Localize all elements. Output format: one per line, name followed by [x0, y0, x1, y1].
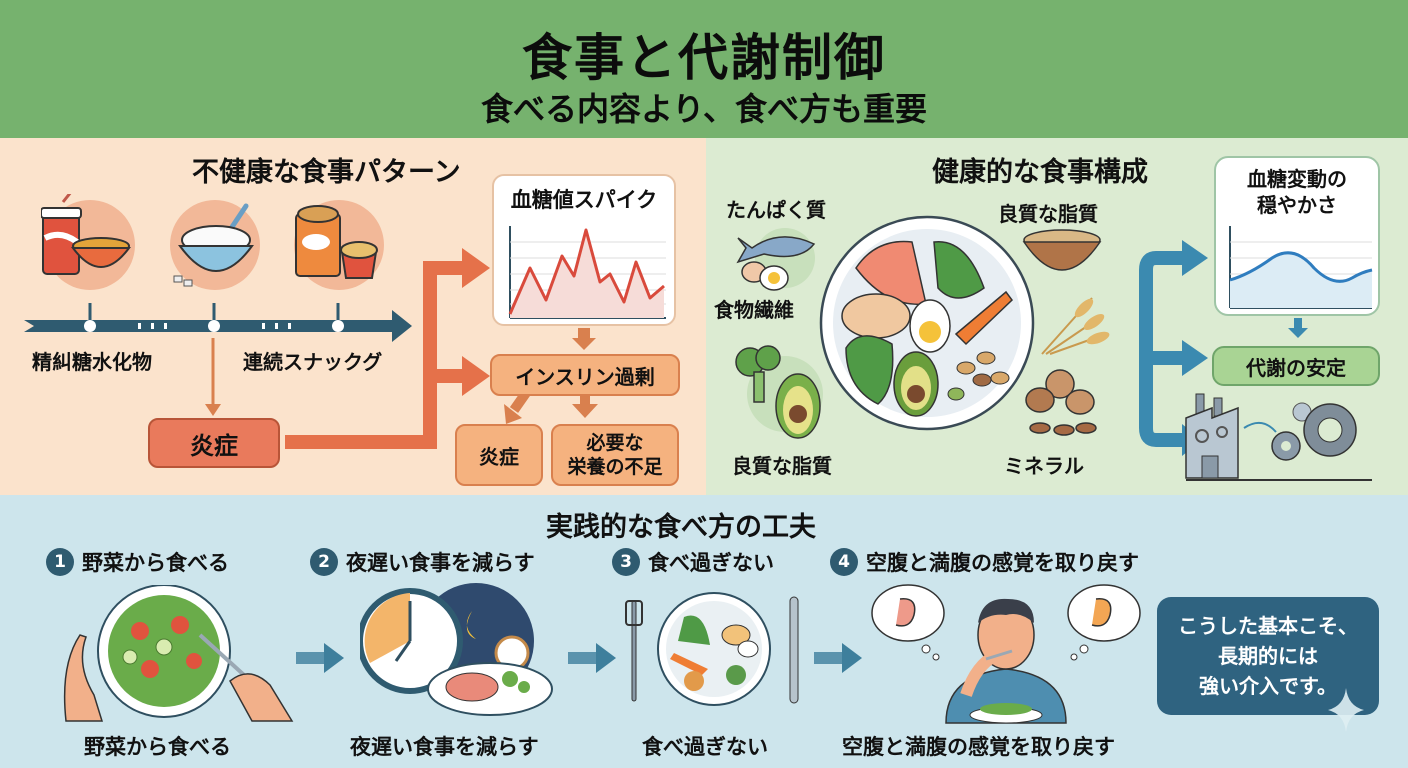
step-heading-text: 食べ過ぎない [648, 551, 774, 575]
stable-glucose-card: 血糖変動の 穏やかさ [1214, 156, 1380, 316]
step-1-caption: 野菜から食べる [84, 735, 231, 759]
snack-bag-icon [294, 200, 384, 290]
callout-line-2: 長期的には [1218, 644, 1318, 668]
grain-bowl-icon [1022, 229, 1102, 271]
inflammation-box: 炎症 [148, 418, 280, 468]
page-title: 食事と代謝制御 [522, 29, 886, 87]
healthy-plate-icon [819, 215, 1035, 431]
flow-arrows [205, 248, 598, 449]
stable-glucose-title: 血糖変動の 穏やかさ [1216, 166, 1378, 218]
step-number-badge: 2 [310, 548, 338, 576]
night-clock-meal-icon [360, 583, 553, 716]
stable-title-line-2: 穏やかさ [1257, 193, 1337, 217]
label-protein: たんぱく質 [726, 198, 826, 222]
step-4-caption: 空腹と満腹の感覚を取り戻す [842, 735, 1115, 759]
unhealthy-panel: 不健康な食事パターン [0, 138, 706, 495]
page-subtitle: 食べる内容より、食べ方も重要 [480, 90, 928, 128]
step-2-caption: 夜遅い食事を減らす [350, 735, 539, 759]
healthy-title: 健康的な食事構成 [932, 157, 1148, 188]
rice-bowl-icon [170, 200, 260, 290]
wheat-icon [1041, 297, 1110, 355]
step-heading-text: 空腹と満腹の感覚を取り戻す [866, 551, 1139, 575]
step-1-heading: 1 野菜から食べる [46, 547, 229, 577]
metabolic-stability-box: 代謝の安定 [1212, 346, 1380, 386]
stable-title-line-1: 血糖変動の [1247, 167, 1347, 191]
callout-line-3: 強い介入です。 [1199, 674, 1337, 698]
sparkle-icon [1328, 688, 1364, 732]
timeline-label-refined-carbs: 精糾糖水化物 [32, 350, 152, 374]
unhealthy-title: 不健康な食事パターン [192, 157, 461, 188]
step-number-badge: 4 [830, 548, 858, 576]
step-number-badge: 3 [612, 548, 640, 576]
outcome-nutrient-deficiency-box: 必要な 栄養の不足 [551, 424, 679, 486]
timeline-label-snacking: 連続スナックグ [243, 350, 383, 374]
step-3-heading: 3 食べ過ぎない [612, 547, 774, 577]
stable-glucose-chart [1229, 226, 1373, 309]
timeline-arrow [24, 303, 412, 342]
healthy-panel: 健康的な食事構成 たんぱく質 食物繊維 良質な脂質 良質な脂質 ミネラル [706, 138, 1408, 495]
step-3-caption: 食べ過ぎない [642, 735, 768, 759]
balanced-plate-icon [625, 592, 799, 706]
glucose-spike-chart [508, 226, 666, 319]
glucose-spike-title: 血糖値スパイク [510, 188, 658, 212]
label-fiber: 食物繊維 [714, 298, 794, 322]
glucose-spike-card: 血糖値スパイク [492, 174, 676, 326]
step-arrow-icon [568, 643, 616, 673]
header-banner: 食事と代謝制御 食べる内容より、食べ方も重要 [0, 0, 1408, 138]
mindful-eater-icon [871, 584, 1141, 724]
step-4-heading: 4 空腹と満腹の感覚を取り戻す [830, 547, 1139, 577]
broccoli-avocado-icon [735, 345, 823, 439]
label-fat-right: 良質な脂質 [998, 202, 1098, 226]
nuts-icon [1025, 369, 1097, 436]
step-heading-text: 野菜から食べる [82, 551, 229, 575]
down-arrow-icon [1288, 318, 1308, 338]
practice-title: 実践的な食べ方の工夫 [546, 512, 816, 543]
label-fat-left: 良質な脂質 [732, 454, 832, 478]
step-number-badge: 1 [46, 548, 74, 576]
soda-cup-and-bowl-icon [41, 194, 135, 290]
fish-egg-icon [736, 228, 816, 291]
outcome-line-2: 栄養の不足 [567, 456, 663, 478]
outcome-line-1: 必要な [586, 432, 644, 454]
step-arrow-icon [296, 643, 344, 673]
step-arrow-icon [814, 643, 862, 673]
step-2-heading: 2 夜遅い食事を減らす [310, 547, 535, 577]
factory-gears-icon [1185, 393, 1372, 481]
insulin-excess-box: インスリン過剰 [490, 354, 680, 396]
label-mineral: ミネラル [1004, 454, 1084, 478]
callout-line-1: こうした基本こそ、 [1178, 614, 1358, 638]
salad-plate-icon [63, 585, 294, 722]
outcome-inflammation-box: 炎症 [455, 424, 543, 486]
summary-callout: こうした基本こそ、 長期的には 強い介入です。 [1157, 597, 1379, 715]
step-heading-text: 夜遅い食事を減らす [346, 551, 535, 575]
